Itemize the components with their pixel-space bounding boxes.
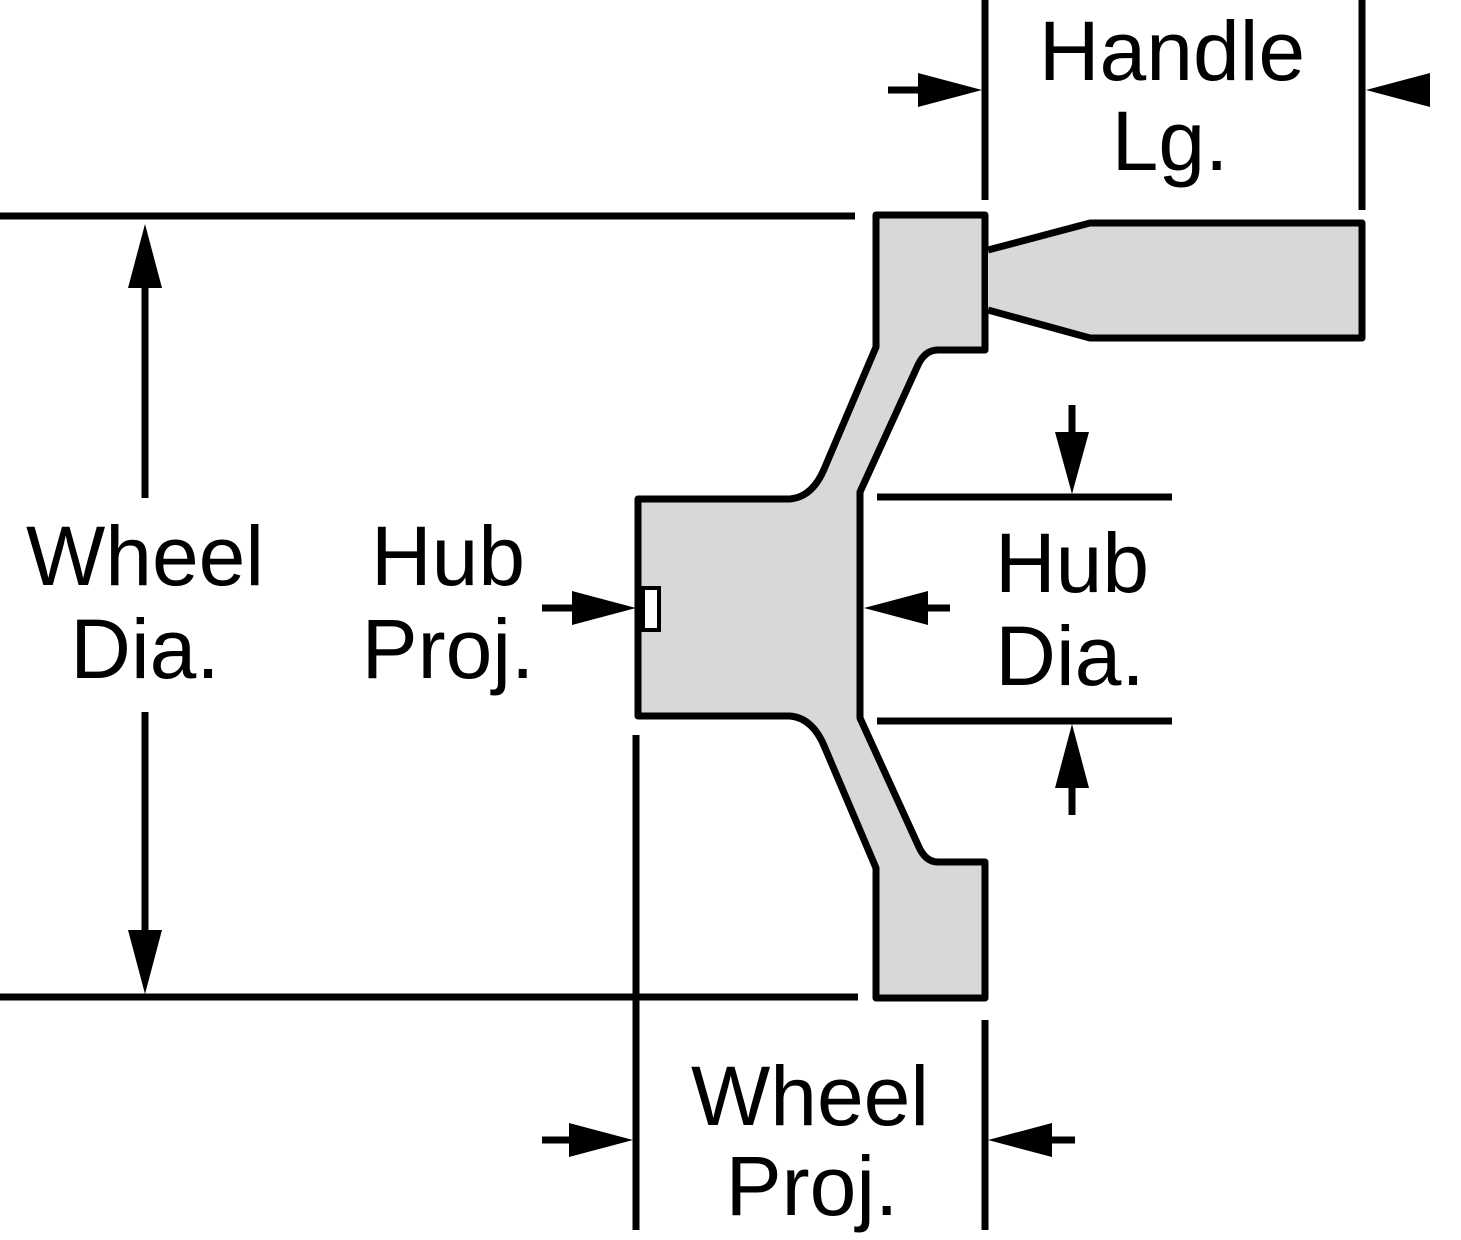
handle-length-label-line2: Lg. [1112,94,1229,188]
wheel-body [634,211,989,1002]
hub-projection-dimension: Hub Proj. [362,509,636,696]
handle-right-arrow [1366,73,1430,107]
hub-projection-arrow [572,591,636,625]
hub-diameter-dimension: Hub Dia. [864,405,1172,815]
handle-length-label-line1: Handle [1039,4,1305,98]
hub-diameter-label-line1: Hub [995,516,1149,610]
hub-projection-label-line2: Proj. [362,602,535,696]
handle-left-arrow [918,73,982,107]
hub-projection-label-line1: Hub [371,509,525,603]
wheel-diameter-label-line1: Wheel [26,509,264,603]
hub-diameter-down-arrow [1055,432,1089,494]
handle-length-dimension: Handle Lg. [888,0,1430,210]
handwheel-part [634,211,1366,1002]
hub-diameter-up-arrow [1055,724,1089,788]
wheel-projection-left-arrow [569,1123,633,1157]
hub-face-arrow [864,591,928,625]
wheel-diameter-down-arrow [128,930,162,994]
wheel-projection-label-line2: Proj. [726,1139,899,1233]
wheel-projection-dimension: Wheel Proj. [542,735,1075,1233]
wheel-diameter-dimension: Wheel Dia. [0,212,858,1001]
wheel-projection-right-arrow [988,1123,1052,1157]
wheel-projection-label-line1: Wheel [691,1049,929,1143]
handle-body [987,219,1366,342]
wheel-diameter-label-line2: Dia. [70,602,219,696]
hub-keyway [641,586,661,632]
hub-diameter-label-line2: Dia. [995,609,1144,703]
wheel-diameter-up-arrow [128,224,162,288]
